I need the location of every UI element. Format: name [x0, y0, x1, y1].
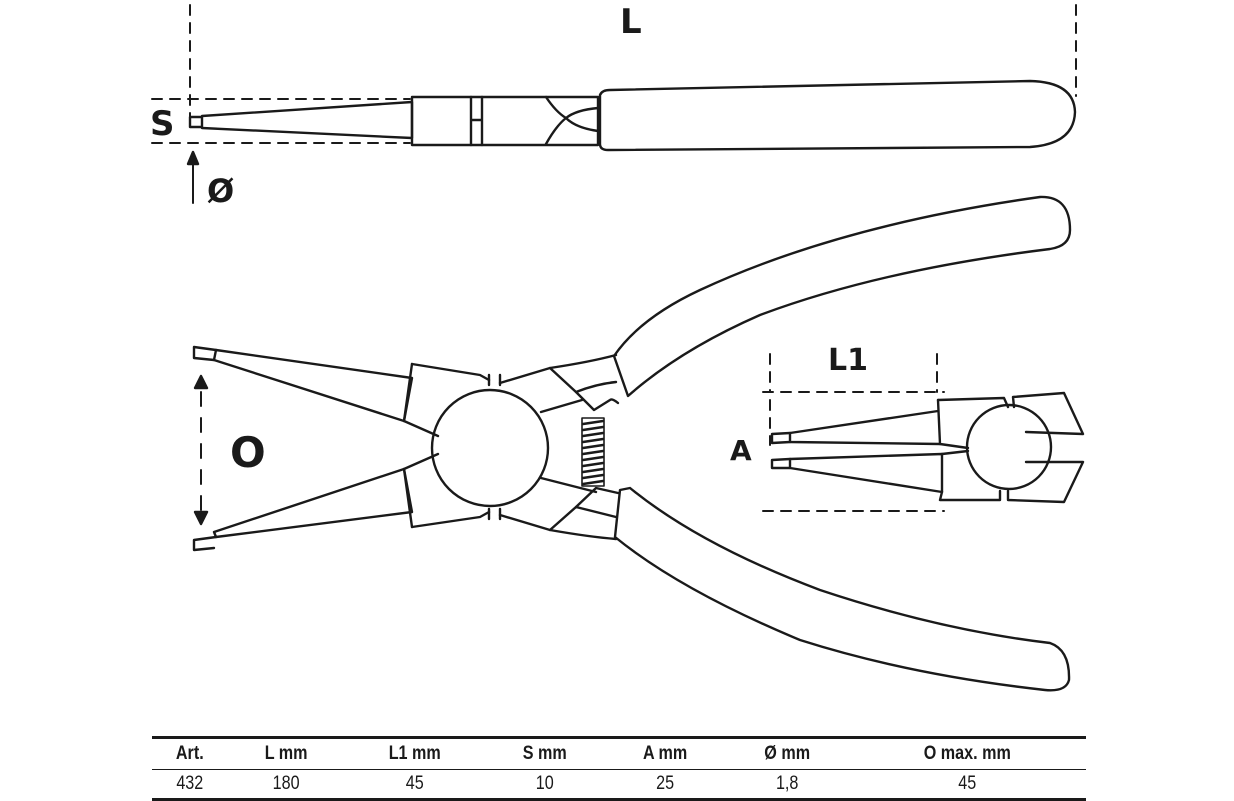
- cell-tip-length: 45: [405, 773, 424, 794]
- header-tip-spread: A mm: [613, 737, 717, 770]
- header-article: Art.: [157, 737, 222, 770]
- upper-handle: [612, 195, 1072, 398]
- label-length: L: [620, 2, 642, 42]
- spec-table-header-row: Art. L mm L1 mm S mm A mm Ø mm O max. mm: [152, 737, 1086, 770]
- lower-handle: [613, 486, 1071, 692]
- cell-length: 180: [272, 773, 300, 794]
- header-tip-diameter: Ø mm: [734, 737, 841, 770]
- side-view-dimension-lines: [151, 4, 1077, 144]
- cell-tip-spread: 25: [655, 773, 674, 794]
- upper-tip: [212, 348, 414, 423]
- pliers-technical-drawing: L S Ø O L1 A: [150, 2, 1085, 692]
- label-tip-thickness: S: [150, 104, 175, 144]
- cell-tip-diameter: 1,8: [775, 773, 799, 794]
- detail-dimension-lines: [762, 353, 945, 512]
- label-tip-diameter: Ø: [207, 172, 234, 210]
- cell-tip-thickness: 10: [536, 773, 554, 794]
- side-view-handle: [598, 79, 1077, 152]
- label-opening: O: [230, 428, 266, 477]
- header-length: L mm: [236, 737, 336, 770]
- table-row: 432 180 45 10 25 1,8 45: [152, 770, 1086, 800]
- side-view-tip: [200, 100, 414, 140]
- detail-view-pliers: [770, 391, 1085, 504]
- spring: [581, 417, 605, 487]
- label-tip-spread: A: [730, 434, 752, 467]
- header-tip-length: L1 mm: [354, 737, 475, 770]
- opening-dimension: [193, 374, 209, 526]
- lower-tip: [212, 467, 414, 539]
- label-tip-length: L1: [828, 343, 868, 378]
- pivot-joint: [430, 388, 550, 508]
- header-max-opening: O max. mm: [867, 737, 1069, 770]
- cell-max-opening: 45: [958, 773, 977, 794]
- cell-article: 432: [176, 773, 204, 794]
- spec-table: Art. L mm L1 mm S mm A mm Ø mm O max. mm…: [152, 736, 1086, 801]
- header-tip-thickness: S mm: [494, 737, 596, 770]
- detail-pivot-joint: [965, 403, 1053, 491]
- main-view-pliers: [192, 195, 1072, 692]
- side-view-pliers: [188, 79, 1077, 152]
- diameter-arrow: [186, 150, 200, 204]
